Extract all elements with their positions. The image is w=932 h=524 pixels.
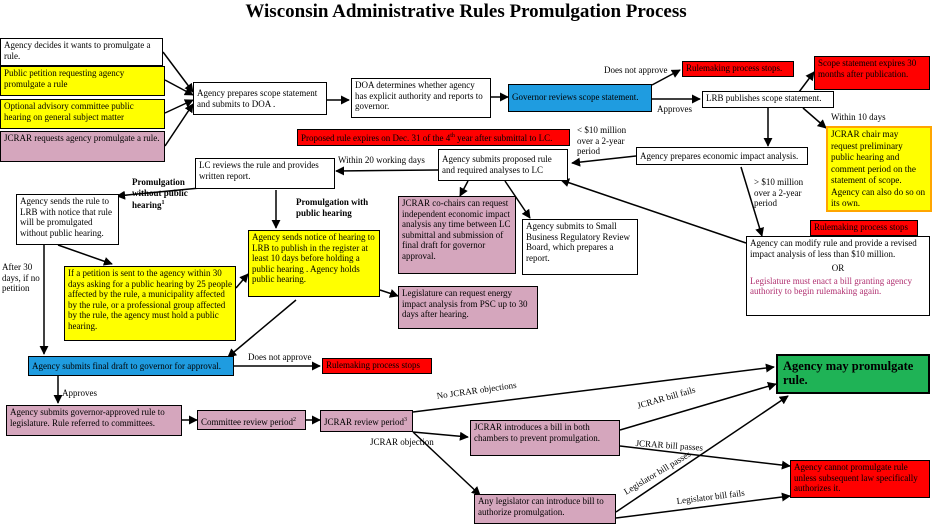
arrow-gov-stops [651, 69, 681, 86]
committee-review-superscript: 2 [292, 417, 296, 423]
box-governor-reviews-scope: Governor reviews scope statement. [508, 84, 652, 112]
box-submits-to-lc: Agency submits proposed rule and require… [438, 149, 568, 181]
box-jcrar-chair: JCRAR chair may request preliminary publ… [826, 126, 932, 212]
box-jcrar-review: JCRAR review period3 [320, 410, 413, 432]
box-advisory-committee: Optional advisory committee public heari… [0, 99, 165, 129]
proposed-expires-text: Proposed rule expires on Dec. 31 of the … [301, 133, 451, 143]
box-jcrar-cochairs: JCRAR co-chairs can request independent … [398, 196, 516, 274]
arrow-anylegislator-cannot [615, 492, 791, 519]
arrow-lrb-expires [798, 71, 815, 93]
box-economic-impact: Agency prepares economic impact analysis… [636, 147, 808, 165]
label-after-30-days: After 30 days, if no petition [2, 262, 40, 293]
box-final-draft-governor: Agency submits final draft to governor f… [28, 356, 234, 376]
arrow-anylegislator-promulgate [615, 395, 789, 513]
legislature-bill-text: Legislature must enact a bill granting a… [750, 275, 912, 297]
label-approves-2: Approves [62, 388, 97, 398]
box-public-petition: Public petition requesting agency promul… [0, 66, 165, 96]
arrow-notice-energy [379, 289, 399, 298]
box-rulemaking-stops-1: Rulemaking process stops. [682, 61, 794, 77]
box-jcrar-introduces-bill: JCRAR introduces a bill in both chambers… [470, 420, 620, 456]
page-title: Wisconsin Administrative Rules Promulgat… [245, 1, 687, 22]
arrow-notice-final [227, 299, 297, 358]
box-scope-statement: Agency prepares scope statement and subm… [193, 82, 327, 115]
label-greater-10-million: > $10 million over a 2-year period [754, 177, 804, 208]
box-lc-reviews: LC reviews the rule and provides written… [195, 158, 335, 189]
box-modify-or-legislature: Agency can modify rule and provide a rev… [746, 236, 930, 316]
box-cannot-promulgate: Agency cannot promulgate rule unless sub… [790, 460, 930, 498]
arrow-jcrar-introduces [412, 431, 469, 441]
box-small-business: Agency submits to Small Business Regulat… [522, 219, 638, 275]
label-approves: Approves [657, 104, 692, 114]
arrow-advisory-scope [164, 99, 194, 114]
box-energy-analysis: Legislature can request energy impact an… [398, 286, 538, 329]
box-scope-expires: Scope statement expires 30 months after … [814, 56, 930, 90]
arrow-econ-lc [571, 155, 637, 167]
box-agency-decides: Agency decides it wants to promulgate a … [0, 38, 163, 66]
committee-review-text: Committee review period [201, 417, 293, 427]
arrow-lcreview-sendslrb [116, 187, 201, 200]
arrow-petition-scope [164, 79, 194, 96]
box-rulemaking-stops-3: Rulemaking process stops [322, 358, 432, 374]
proposed-expires-superscript: th [450, 133, 455, 139]
box-any-legislator: Any legislator can introduce bill to aut… [474, 494, 616, 524]
modify-rule-text: Agency can modify rule and provide a rev… [750, 238, 917, 259]
box-proposed-rule-expires: Proposed rule expires on Dec. 31 of the … [297, 129, 570, 146]
arrow-introduces-promulgate [619, 381, 777, 431]
arrow-petition-notice [235, 273, 249, 289]
arrow-lc-smallbiz [504, 180, 531, 219]
arrow-jcrar-promulgate [412, 363, 775, 413]
label-does-not-approve-2: Does not approve [248, 352, 312, 362]
box-governor-approved-rule: Agency submits governor-approved rule to… [6, 405, 182, 436]
arrow-jcrar-anylegislator [412, 431, 481, 496]
or-text: OR [831, 263, 845, 273]
label-within-10-days: Within 10 days [831, 112, 886, 122]
box-jcrar-requests: JCRAR requests agency promulgate a rule. [0, 131, 165, 162]
arrow-introduces-cannot [619, 445, 791, 470]
arrow-decide-scope [162, 51, 194, 93]
label-does-not-approve: Does not approve [604, 65, 668, 75]
label-with-hearing: Promulgation with public hearing [296, 197, 369, 218]
box-sends-to-lrb: Agency sends the rule to LRB with notice… [16, 194, 119, 245]
box-petition-hearing: If a petition is sent to the agency with… [64, 266, 236, 341]
label-less-10-million: < $10 million over a 2-year period [577, 125, 627, 156]
box-doa-determines: DOA determines whether agency has explic… [351, 78, 491, 118]
box-notice-of-hearing: Agency sends notice of hearing to LRB to… [248, 230, 380, 297]
proposed-expires-text-end: year after submittal to LC. [454, 133, 553, 143]
without-hearing-text: Promulgation without public hearing [132, 177, 188, 210]
label-without-hearing: Promulgation without public hearing1 [132, 177, 194, 211]
arrow-sendslrb-petition [57, 244, 113, 266]
box-rulemaking-stops-2: Rulemaking process stops [810, 220, 918, 236]
arrow-econ-modify [740, 166, 764, 237]
arrow-lc-cochairs [459, 180, 469, 197]
box-committee-review: Committee review period2 [197, 410, 306, 430]
label-jcrar-objection: JCRAR objection [370, 437, 434, 447]
arrow-jcrar-scope [164, 103, 194, 147]
arrow-lc-lcreview [335, 166, 439, 176]
without-hearing-superscript: 1 [161, 200, 165, 206]
arrow-modify-lc [560, 178, 747, 244]
arrow-lrb-chair [802, 107, 827, 129]
box-may-promulgate: Agency may promulgate rule. [776, 354, 930, 394]
label-within-20-days: Within 20 working days [338, 155, 425, 165]
jcrar-review-text: JCRAR review period [324, 417, 404, 427]
jcrar-review-superscript: 3 [404, 417, 407, 423]
box-lrb-publishes: LRB publishes scope statement. [702, 91, 834, 108]
